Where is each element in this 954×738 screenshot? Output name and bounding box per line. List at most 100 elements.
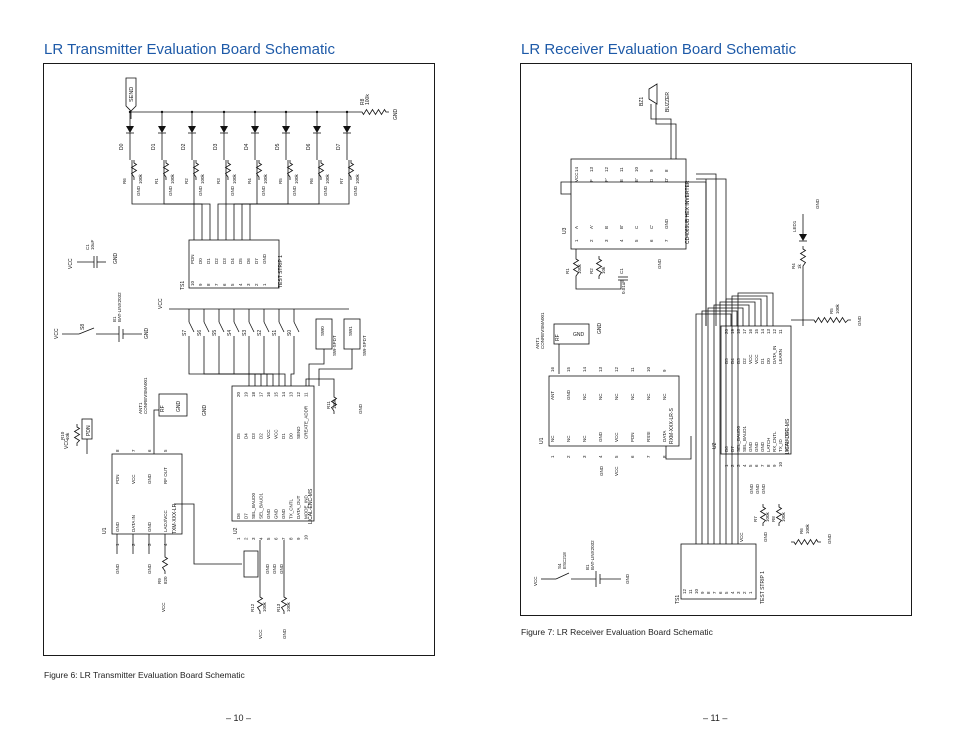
pulldown-resistor xyxy=(224,160,232,180)
c1-value: 0.01uF xyxy=(621,280,626,294)
u1-pin-label: ANT xyxy=(550,391,555,400)
u1-pin-number: 3 xyxy=(147,543,152,546)
gnd-label: GND xyxy=(599,465,604,476)
resistor-value: 100k xyxy=(200,173,205,184)
u2-pin-label: GND xyxy=(748,441,753,452)
u3-pin-label: F xyxy=(589,179,594,182)
test-strip-trace xyxy=(725,298,762,544)
gnd-label: GND xyxy=(323,185,328,196)
u2-pin-number: 6 xyxy=(754,464,759,467)
gnd-label: GND xyxy=(573,332,585,338)
gnd-label: GND xyxy=(144,328,150,340)
test-strip-pin-number: 4 xyxy=(238,283,243,286)
u2-pin-number: 20 xyxy=(724,328,729,334)
switch-wire xyxy=(278,364,286,386)
diode-label: D6 xyxy=(306,143,312,150)
test-strip-pin-number: 11 xyxy=(688,589,693,594)
transmitter-page: LR Transmitter Evaluation Board Schemati… xyxy=(43,41,435,723)
b1-label: B1 xyxy=(585,564,590,570)
receiver-caption: Figure 7: LR Receiver Evaluation Board S… xyxy=(521,627,713,637)
u3-pin-number: 3 xyxy=(604,239,609,242)
sw0-type: SW-SPDT xyxy=(332,335,337,356)
pdn-label: PDN xyxy=(86,425,92,436)
test-strip-trace xyxy=(731,295,768,544)
r12-label: R12 xyxy=(250,603,255,612)
r7-value: 100k xyxy=(765,511,770,522)
test-strip-pin-number: 9 xyxy=(198,283,203,286)
u1-pin-number: 1 xyxy=(115,543,120,546)
u1-pin-number: 3 xyxy=(582,455,587,458)
test-strip-trace xyxy=(719,301,756,544)
u2-pin-label: DATA_OUT xyxy=(296,495,301,519)
u1-pin-number: 15 xyxy=(566,366,571,372)
u2-pin-number: 11 xyxy=(778,329,783,334)
gnd-label: GND xyxy=(292,185,297,196)
bz1-label: BZ1 xyxy=(639,97,645,106)
u3-pin-label: A xyxy=(574,226,579,229)
u3-label: U3 xyxy=(562,227,568,234)
u1-pin-label: NC xyxy=(598,393,603,400)
u1-pin-number: 2 xyxy=(131,543,136,546)
test-strip-trace xyxy=(695,313,732,544)
switch-label: S2 xyxy=(257,330,263,336)
u2-pin-label: SEND xyxy=(296,426,301,439)
r9-value: 820 xyxy=(163,576,168,584)
sw-wire xyxy=(318,349,353,386)
s4-label: S4 xyxy=(557,563,562,569)
gnd-label: GND xyxy=(597,323,603,335)
r4-label: R4 xyxy=(791,263,796,269)
vcc-label: VCC xyxy=(258,629,263,639)
test-strip-trace xyxy=(707,307,744,544)
b1-part: BAT-LINX2032 xyxy=(117,292,122,322)
u3-pin-label: B' xyxy=(619,225,624,229)
r13-label: R13 xyxy=(276,603,281,612)
test-strip-trace xyxy=(737,292,774,544)
u1-pin-label: VCC xyxy=(614,432,619,442)
ts1-body xyxy=(188,239,280,289)
test-strip-wire xyxy=(131,160,195,240)
u3-pin-label: C' xyxy=(649,225,654,229)
u2-pin-label: SEL_BAUD0 xyxy=(251,492,256,519)
test-strip-pin: D7 xyxy=(254,258,259,264)
c1-value: 10uF xyxy=(90,239,95,250)
u2-pin-number: 4 xyxy=(259,537,264,540)
test-strip-wire xyxy=(225,160,258,240)
u2-pin-label: CREATE_ADDR xyxy=(304,405,309,439)
vcc-label: VCC xyxy=(68,258,74,269)
switch-lever xyxy=(233,321,240,333)
r12-resistor xyxy=(256,594,264,614)
gnd-label: GND xyxy=(749,483,754,494)
u1-pin-number: 5 xyxy=(614,455,619,458)
r8-resistor xyxy=(359,108,389,116)
diode-label: D0 xyxy=(119,143,125,150)
diode-d2 xyxy=(188,126,196,133)
u1-pin-label: LADJ/VCC xyxy=(163,509,168,532)
u2-pin-number: 5 xyxy=(748,464,753,467)
test-strip-pin-number: 12 xyxy=(682,588,687,594)
buzzer-wire xyxy=(650,104,672,159)
switch-lever xyxy=(203,321,210,333)
pulldown-resistor xyxy=(255,160,263,180)
u1-body xyxy=(548,375,680,447)
u2-label: U2 xyxy=(233,527,239,534)
diode-label: D1 xyxy=(151,143,157,150)
u1-pin-number: 4 xyxy=(163,543,168,546)
u1-pin-number: 4 xyxy=(598,455,603,458)
sw1-type: SW-SPDT xyxy=(362,335,367,356)
u2-pin-number: 17 xyxy=(742,328,747,334)
u3-pin-label: E' xyxy=(634,178,639,182)
u2-pin-label: MODE_IND xyxy=(304,494,309,519)
test-strip-pin: GND xyxy=(262,253,267,264)
u2-pin-label: D6 xyxy=(724,446,729,452)
u2-pin-number: 12 xyxy=(772,328,777,334)
led-symbol xyxy=(799,234,807,241)
u2-pin-label: VCC xyxy=(266,429,271,439)
r4-value: 1k xyxy=(797,263,802,269)
test-strip-pin-number: 3 xyxy=(736,591,741,594)
test-strip-pin-number: 7 xyxy=(214,283,219,286)
vcc-label: VCC xyxy=(158,298,164,309)
resistor-label: R2 xyxy=(184,178,189,184)
switch-lever xyxy=(188,321,195,333)
u2-body xyxy=(231,385,315,522)
